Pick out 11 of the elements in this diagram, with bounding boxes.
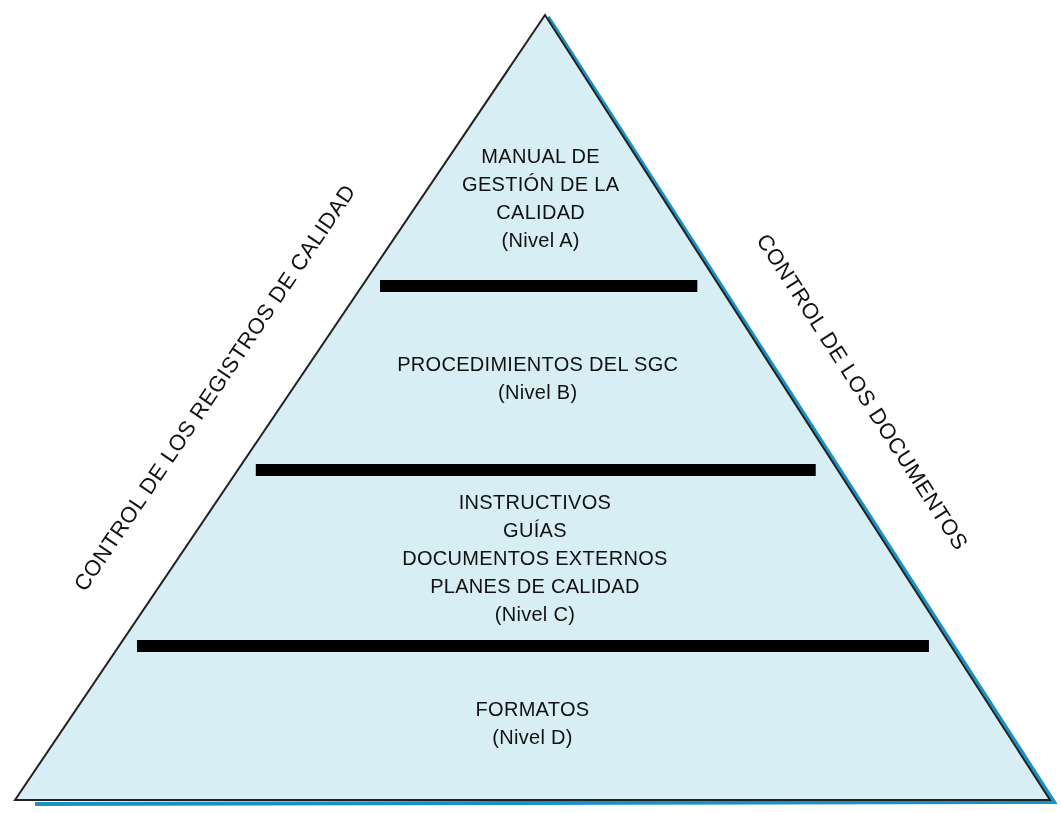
band-text: (Nivel D) [492, 725, 573, 750]
band-text: MANUAL DE GESTIÓN DE LA CALIDAD [461, 144, 621, 225]
band-text: FORMATOS [475, 697, 590, 722]
band-text: DOCUMENTOS EXTERNOS [402, 546, 668, 571]
band-text: GUÍAS [503, 518, 567, 543]
band-text: (Nivel A) [501, 228, 580, 253]
band-text: PROCEDIMIENTOS DEL SGC [397, 352, 679, 377]
band-text: INSTRUCTIVOS [458, 490, 612, 515]
band-text: (Nivel B) [498, 380, 578, 405]
band-text: PLANES DE CALIDAD [430, 574, 640, 599]
band-text: (Nivel C) [494, 602, 576, 627]
